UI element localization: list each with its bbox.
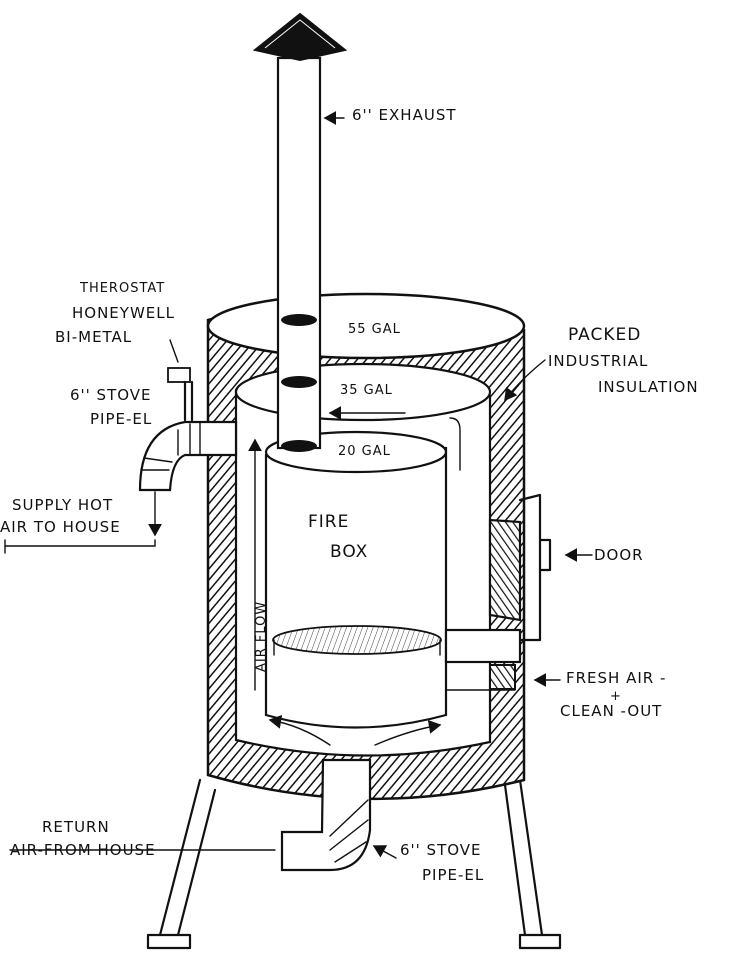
barrel-20-gal-firebox bbox=[264, 430, 448, 729]
label-stove-pipe-bottom-2: PIPE-EL bbox=[422, 866, 484, 884]
label-air-flow: AIR FLOW bbox=[254, 601, 269, 672]
label-stove-pipe-top-2: PIPE-EL bbox=[90, 410, 152, 428]
label-35-gal: 35 GAL bbox=[340, 383, 393, 398]
label-thermostat-1: THEROSTAT bbox=[79, 281, 165, 296]
label-thermostat-3: BI-METAL bbox=[55, 328, 132, 346]
label-55-gal: 55 GAL bbox=[348, 322, 401, 337]
supply-stove-pipe-elbow bbox=[138, 339, 238, 492]
label-supply-1: SUPPLY HOT bbox=[12, 496, 113, 514]
label-leaders bbox=[4, 111, 593, 859]
label-firebox-2: BOX bbox=[330, 542, 368, 562]
label-insulation-2: INDUSTRIAL bbox=[548, 352, 648, 370]
label-stove-pipe-bottom-1: 6'' STOVE bbox=[400, 841, 482, 859]
label-fresh-air-1: FRESH AIR - bbox=[566, 669, 666, 687]
label-thermostat-2: HONEYWELL bbox=[72, 304, 175, 322]
label-exhaust: 6'' EXHAUST bbox=[352, 106, 457, 124]
stove-door bbox=[444, 493, 552, 691]
label-firebox-1: FIRE bbox=[308, 512, 349, 532]
stove-legs bbox=[146, 778, 562, 950]
label-insulation-1: PACKED bbox=[568, 325, 641, 345]
label-stove-pipe-top-1: 6'' STOVE bbox=[70, 386, 152, 404]
return-stove-pipe-elbow bbox=[280, 758, 372, 872]
label-fresh-air-3: CLEAN -OUT bbox=[560, 702, 662, 720]
label-return-1: RETURN bbox=[42, 818, 110, 836]
air-flow-arrows bbox=[248, 406, 461, 802]
label-20-gal: 20 GAL bbox=[338, 444, 391, 459]
label-supply-2: AIR TO HOUSE bbox=[0, 518, 121, 536]
label-insulation-3: INSULATION bbox=[598, 378, 699, 396]
label-fresh-air-2: + bbox=[610, 689, 622, 704]
label-door: DOOR bbox=[594, 546, 644, 564]
exhaust-pipe bbox=[252, 12, 348, 452]
label-return-2: AIR-FROM HOUSE bbox=[10, 841, 156, 859]
